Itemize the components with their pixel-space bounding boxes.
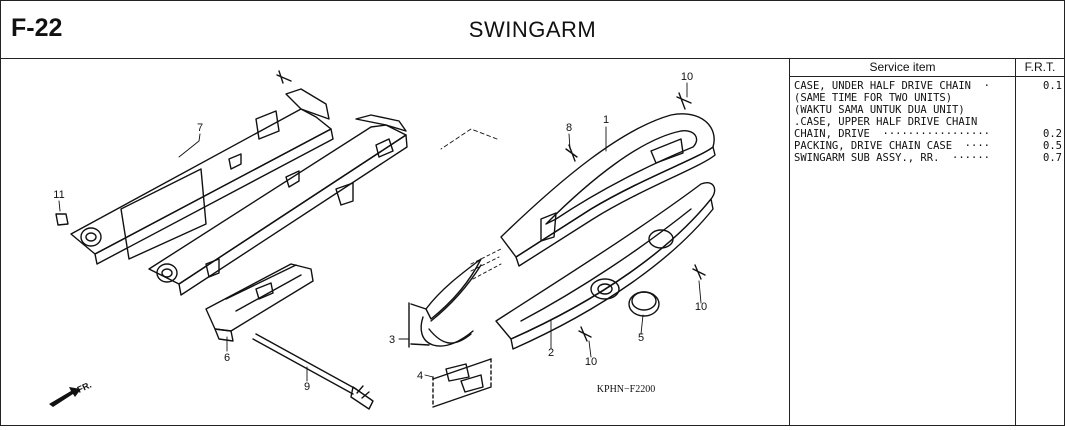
table-row: .CASE, UPPER HALF DRIVE CHAIN xyxy=(794,116,1062,128)
service-item-name: (WAKTU SAMA UNTUK DUA UNIT) xyxy=(794,104,965,116)
callout-9: 9 xyxy=(304,381,310,393)
service-table: Service item F.R.T. CASE, UNDER HALF DRI… xyxy=(789,59,1065,425)
callout-1: 1 xyxy=(603,114,609,126)
drive-chain-part xyxy=(408,258,482,348)
service-item-name: (SAME TIME FOR TWO UNITS) xyxy=(794,92,953,104)
col-frt: F.R.T. xyxy=(1024,60,1056,74)
upper-chain-case-part xyxy=(500,113,716,267)
service-table-header: Service item F.R.T. xyxy=(790,59,1065,77)
exploded-diagram: 1 2 3 4 5 6 7 8 9 10 10 10 11 FR. KPHN−F… xyxy=(1,59,789,425)
frt-value: 0.7 xyxy=(1043,152,1062,164)
sheet-header: F-22 SWINGARM xyxy=(1,1,1064,59)
callout-10-right: 10 xyxy=(695,301,707,313)
diagram-svg: 1 2 3 4 5 6 7 8 9 10 10 10 11 FR. KPHN−F… xyxy=(49,70,716,410)
service-item-name: CASE, UNDER HALF DRIVE CHAIN · xyxy=(794,80,990,92)
direction-label: FR. xyxy=(76,380,93,395)
packing-part xyxy=(628,291,660,317)
callout-4: 4 xyxy=(417,370,423,382)
service-item-name: PACKING, DRIVE CHAIN CASE ···· xyxy=(794,140,990,152)
column-divider xyxy=(1015,59,1016,425)
axle-part xyxy=(252,333,374,410)
frt-value: 0.1 xyxy=(1043,80,1062,92)
callout-5: 5 xyxy=(638,332,644,344)
chain-slider-part xyxy=(205,263,314,342)
callout-3: 3 xyxy=(389,334,395,346)
table-row: (SAME TIME FOR TWO UNITS) xyxy=(794,92,1062,104)
table-row: SWINGARM SUB ASSY., RR. ······ 0.7 xyxy=(794,152,1062,164)
callout-11: 11 xyxy=(53,189,64,201)
callout-10-top: 10 xyxy=(681,71,693,83)
table-row: (WAKTU SAMA UNTUK DUA UNIT) xyxy=(794,104,1062,116)
service-item-name: .CASE, UPPER HALF DRIVE CHAIN xyxy=(794,116,978,128)
callout-6: 6 xyxy=(224,352,230,364)
callout-labels: 1 2 3 4 5 6 7 8 9 10 10 10 11 xyxy=(53,71,707,393)
frt-value: 0.5 xyxy=(1043,140,1062,152)
figure-code: F-22 xyxy=(11,14,63,42)
service-item-name: SWINGARM SUB ASSY., RR. ······ xyxy=(794,152,990,164)
callout-2: 2 xyxy=(548,347,554,359)
col-service-item: Service item xyxy=(869,60,936,74)
service-rows: CASE, UNDER HALF DRIVE CHAIN · 0.1 (SAME … xyxy=(794,80,1062,164)
bolt-parts xyxy=(55,92,706,342)
table-row: CHAIN, DRIVE ················· 0.2 xyxy=(794,128,1062,140)
chain-joint-part xyxy=(432,358,492,408)
leader-lines xyxy=(58,82,702,382)
front-direction-icon xyxy=(49,387,81,407)
figure-title: SWINGARM xyxy=(468,17,597,42)
service-item-name: CHAIN, DRIVE ················· xyxy=(794,128,990,140)
callout-10-bottom: 10 xyxy=(585,356,597,368)
callout-8: 8 xyxy=(566,122,572,134)
table-row: PACKING, DRIVE CHAIN CASE ···· 0.5 xyxy=(794,140,1062,152)
lower-chain-case-part xyxy=(495,182,716,350)
table-row: CASE, UNDER HALF DRIVE CHAIN · 0.1 xyxy=(794,80,1062,92)
callout-7: 7 xyxy=(197,122,203,134)
swingarm-part xyxy=(70,70,408,296)
reference-code: KPHN−F2200 xyxy=(597,384,655,395)
frt-value: 0.2 xyxy=(1043,128,1062,140)
